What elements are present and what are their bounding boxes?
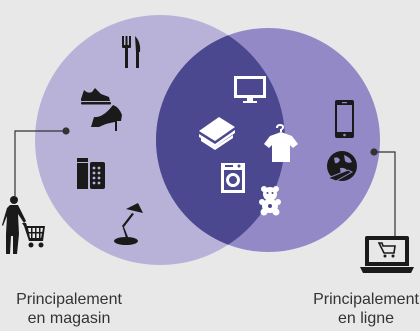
- cosmetics-icon: [77, 158, 105, 189]
- washing-machine-icon: [221, 163, 245, 193]
- online-label-line2: en ligne: [337, 310, 395, 327]
- smartphone-icon: [335, 100, 354, 138]
- shopper-with-cart-icon: [2, 196, 45, 254]
- store-label-line2: en magasin: [27, 310, 111, 327]
- store-label: Principalement en magasin: [4, 290, 134, 328]
- laptop-shopping-icon: [360, 236, 414, 273]
- online-label-line1: Principalement: [313, 291, 419, 308]
- tv-icon: [234, 76, 266, 103]
- travel-icon: [326, 151, 357, 182]
- store-label-line1: Principalement: [16, 291, 122, 308]
- lamp-icon: [114, 203, 143, 245]
- shirt-icon: [264, 124, 298, 162]
- shoes-icon: [81, 88, 122, 131]
- online-connector: [370, 148, 396, 236]
- online-label: Principalement en ligne: [296, 290, 420, 328]
- teddy-bear-icon: [259, 186, 281, 216]
- books-icon: [199, 117, 235, 150]
- fork-knife-icon: [122, 36, 141, 68]
- store-connector: [14, 127, 70, 196]
